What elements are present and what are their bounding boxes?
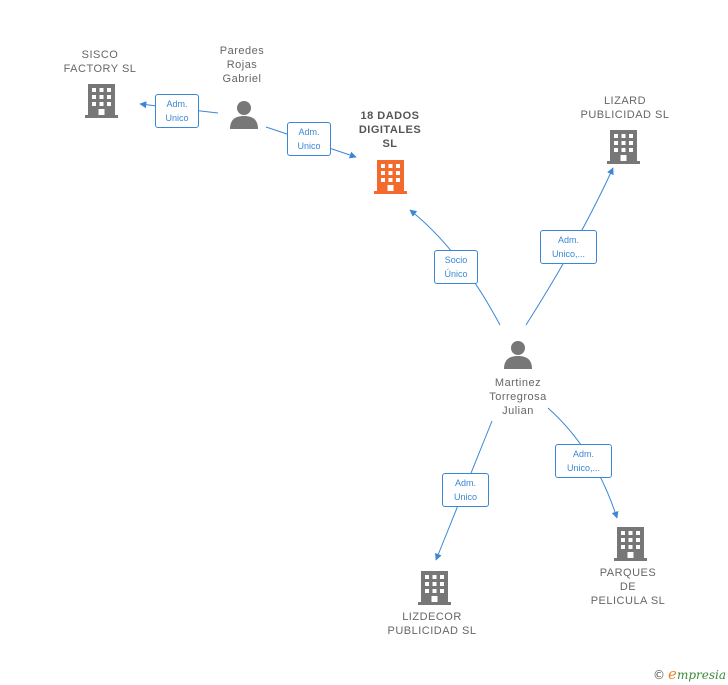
edge-label-paredes-dados: Adm. Unico (287, 122, 331, 156)
brand-initial: e (668, 665, 677, 683)
node-label-lizdecor-publicidad[interactable]: LIZDECOR PUBLICIDAD SL (387, 611, 477, 637)
node-label-sisco-factory[interactable]: SISCO FACTORY SL (63, 49, 137, 75)
building-icon (418, 571, 451, 605)
building-icon (85, 84, 118, 118)
brand-footer: ©empresia (653, 665, 726, 683)
edge-label-martinez-lizard: Adm. Unico,... (540, 230, 597, 264)
brand-name: mpresia (676, 668, 726, 682)
building-icon (607, 130, 640, 164)
edge-label-paredes-sisco: Adm. Unico (155, 94, 199, 128)
edge-label-martinez-dados: Socio Único (434, 250, 478, 284)
node-label-18-dados-digitales[interactable]: 18 DADOS DIGITALES SL (358, 110, 422, 150)
edge-label-martinez-lizdecor: Adm. Unico (442, 473, 489, 507)
node-label-martinez-torregrosa-julian[interactable]: Martinez Torregrosa Julian (489, 377, 547, 417)
edge-label-martinez-parques: Adm. Unico,... (555, 444, 612, 478)
node-label-lizard-publicidad[interactable]: LIZARD PUBLICIDAD SL (580, 95, 670, 121)
copyright-symbol: © (653, 668, 666, 682)
building-icon (614, 527, 647, 561)
node-label-paredes-rojas-gabriel[interactable]: Paredes Rojas Gabriel (219, 45, 265, 85)
person-icon (230, 101, 258, 129)
building-icon (374, 160, 407, 194)
person-icon (504, 341, 532, 369)
node-label-parques-de-pelicula[interactable]: PARQUES DE PELICULA SL (590, 567, 666, 607)
